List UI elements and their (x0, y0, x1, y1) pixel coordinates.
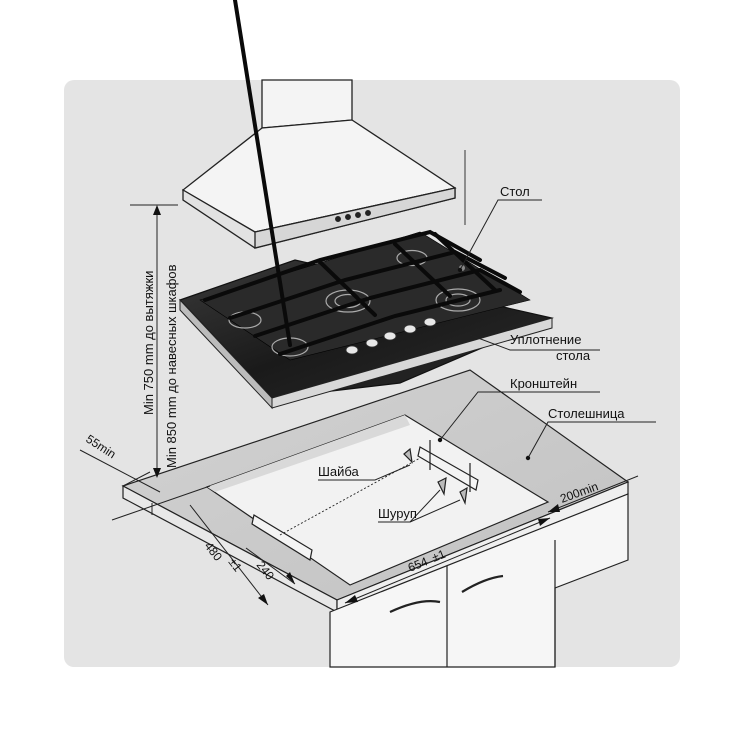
leader-seal (469, 334, 600, 351)
screw-2 (437, 476, 447, 497)
width-tol-label: ±1 (430, 547, 448, 565)
hood-clearance-label: Min 750 mm до вытяжки (141, 271, 156, 415)
control-knobs (345, 317, 437, 355)
leader-bracket (439, 391, 600, 441)
knob (365, 338, 379, 348)
knob (383, 331, 397, 341)
label-seal-line2: стола (556, 348, 591, 363)
bracket-left (251, 514, 313, 561)
label-screw: Шуруп (378, 506, 417, 521)
leader-lines (318, 199, 656, 523)
rear-min-dimension (547, 475, 639, 513)
hood-button (335, 216, 341, 222)
hood-button (355, 212, 361, 218)
width-dimension (344, 517, 551, 604)
bracket-right (417, 446, 479, 491)
cabinet-clearance-label: Min 850 mm до навесных шкафов (164, 264, 179, 468)
gas-hob (178, 0, 554, 410)
knob (345, 345, 359, 355)
label-washer: Шайба (318, 464, 360, 479)
hood-button (345, 214, 351, 220)
knob (423, 317, 437, 327)
extractor-hood (181, 79, 457, 249)
label-bracket: Кронштейн (510, 376, 577, 391)
label-seal-line1: Уплотнение (510, 332, 581, 347)
depth-dimension (189, 504, 296, 606)
leader-table (459, 199, 542, 271)
knob (403, 324, 417, 334)
hood-button (365, 210, 371, 216)
screw-3 (459, 486, 468, 506)
clearance-dimension (130, 204, 178, 478)
label-countertop: Столешница (548, 406, 625, 421)
leader-dot (457, 267, 463, 273)
hob-grates (203, 0, 522, 356)
screw-1 (403, 447, 413, 464)
base-cabinet (329, 493, 629, 668)
leader-countertop (527, 421, 656, 459)
label-table: Стол (500, 184, 530, 199)
leader-dot (525, 455, 531, 461)
leader-dot (437, 437, 443, 443)
edge-min-dimension (79, 449, 211, 521)
leader-washer (318, 464, 411, 481)
